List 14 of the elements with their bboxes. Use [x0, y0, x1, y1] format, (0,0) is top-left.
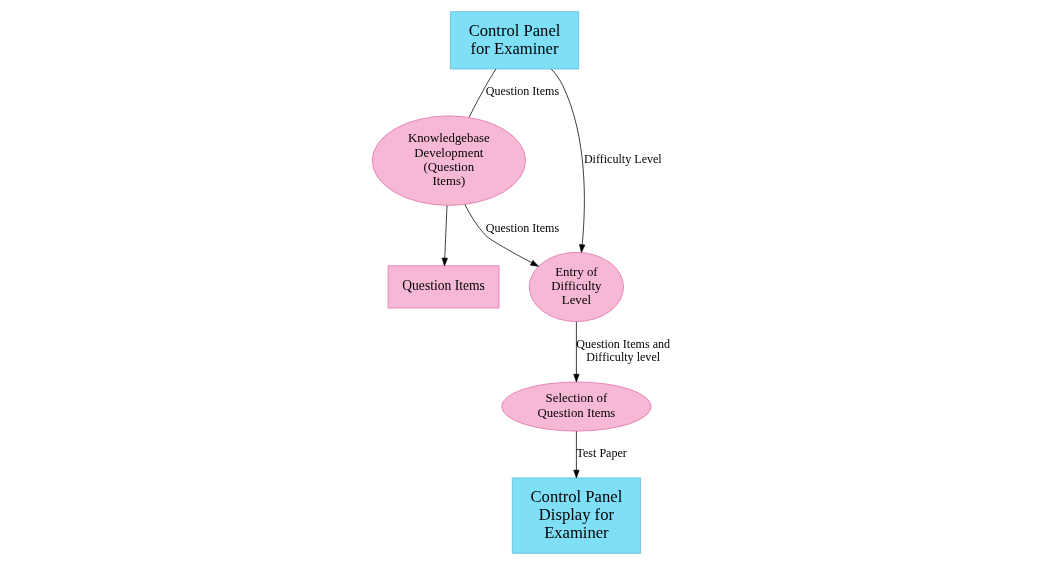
node-ellipse: Selection of Question Items [501, 381, 652, 432]
arrow [464, 204, 539, 267]
edge-label: Question Items [485, 220, 560, 235]
arrow [573, 430, 580, 479]
node-box: Control Panel Display for Examiner [511, 477, 641, 554]
node-box: Question Items [387, 265, 500, 309]
node-ellipse: Knowledgebase Development (Question Items) [371, 115, 526, 206]
arrow [573, 321, 580, 383]
arrow [551, 68, 586, 253]
edge-label: Question Items [485, 84, 560, 99]
edge-label: Difficulty Level [583, 152, 662, 167]
node-box: Control Panel for Examiner [450, 11, 580, 70]
arrow [441, 205, 448, 267]
connector [468, 68, 497, 118]
